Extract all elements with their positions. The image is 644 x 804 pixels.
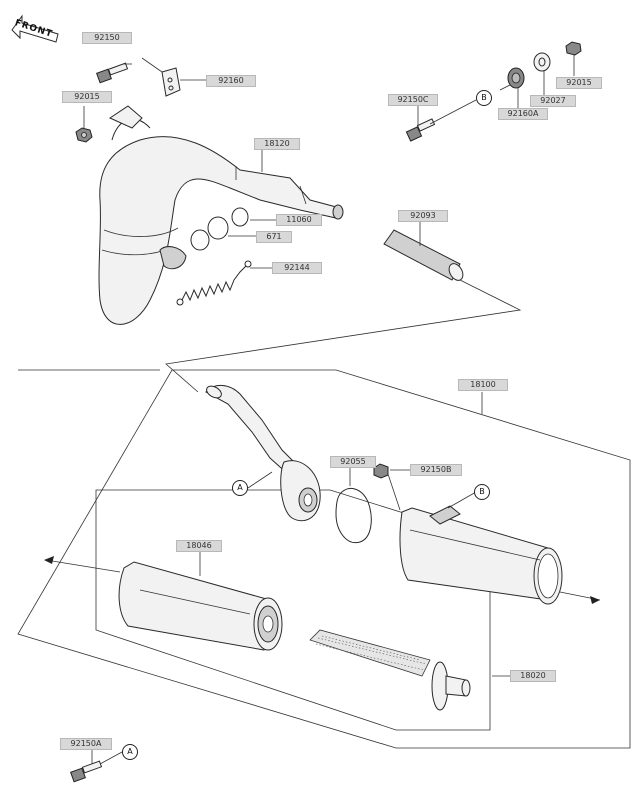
part-label-11060[interactable]: 11060 <box>276 214 322 226</box>
part-label-92150b[interactable]: 92150B <box>410 464 462 476</box>
part-label-92015-left[interactable]: 92015 <box>62 91 112 103</box>
grommet-92160a-icon <box>507 67 525 89</box>
part-label-18020[interactable]: 18020 <box>510 670 556 682</box>
part-label-18120[interactable]: 18120 <box>254 138 300 150</box>
bolt-92150a-icon <box>70 760 103 783</box>
part-label-92055[interactable]: 92055 <box>330 456 376 468</box>
part-label-92144[interactable]: 92144 <box>272 262 322 274</box>
part-label-92015-right[interactable]: 92015 <box>556 77 602 89</box>
callout-b-mid: B <box>474 484 490 500</box>
part-label-92150[interactable]: 92150 <box>82 32 132 44</box>
part-label-18100[interactable]: 18100 <box>458 379 508 391</box>
nut-92015-right-icon <box>565 41 582 56</box>
part-label-92027[interactable]: 92027 <box>530 95 576 107</box>
bolt-92150b-icon <box>373 463 389 479</box>
part-label-92160a[interactable]: 92160A <box>498 108 548 120</box>
bolt-92150-icon <box>96 62 129 84</box>
gasket-92055-icon <box>335 487 372 544</box>
callout-a-bottom: A <box>122 744 138 760</box>
o-ring-671-icon <box>190 216 229 251</box>
muffler-inlet-pipe-icon <box>205 385 321 522</box>
part-label-92093[interactable]: 92093 <box>398 210 448 222</box>
front-arrow-icon <box>11 14 59 43</box>
assembly-frame-18100 <box>17 369 631 749</box>
outer-shell-18046-icon <box>118 561 283 651</box>
callout-b-top: B <box>476 90 492 106</box>
part-label-92150a[interactable]: 92150A <box>60 738 112 750</box>
sleeve-92093-icon <box>383 229 464 281</box>
exhaust-pipe-18120-icon <box>98 105 344 325</box>
bracket-92160-icon <box>161 67 181 97</box>
inner-frame <box>95 489 491 731</box>
bolt-92150c-icon <box>405 118 436 142</box>
collar-92027-icon <box>533 52 551 72</box>
perforated-core-18020-icon <box>309 629 471 711</box>
part-label-92150c[interactable]: 92150C <box>388 94 438 106</box>
callout-a-mid: A <box>232 480 248 496</box>
part-label-671[interactable]: 671 <box>256 231 292 243</box>
muffler-body-icon <box>399 505 563 605</box>
spring-92144-icon <box>176 260 252 306</box>
o-ring-11060-icon <box>231 207 249 227</box>
part-label-92160[interactable]: 92160 <box>206 75 256 87</box>
nut-92015-icon <box>75 127 93 143</box>
part-label-18046[interactable]: 18046 <box>176 540 222 552</box>
